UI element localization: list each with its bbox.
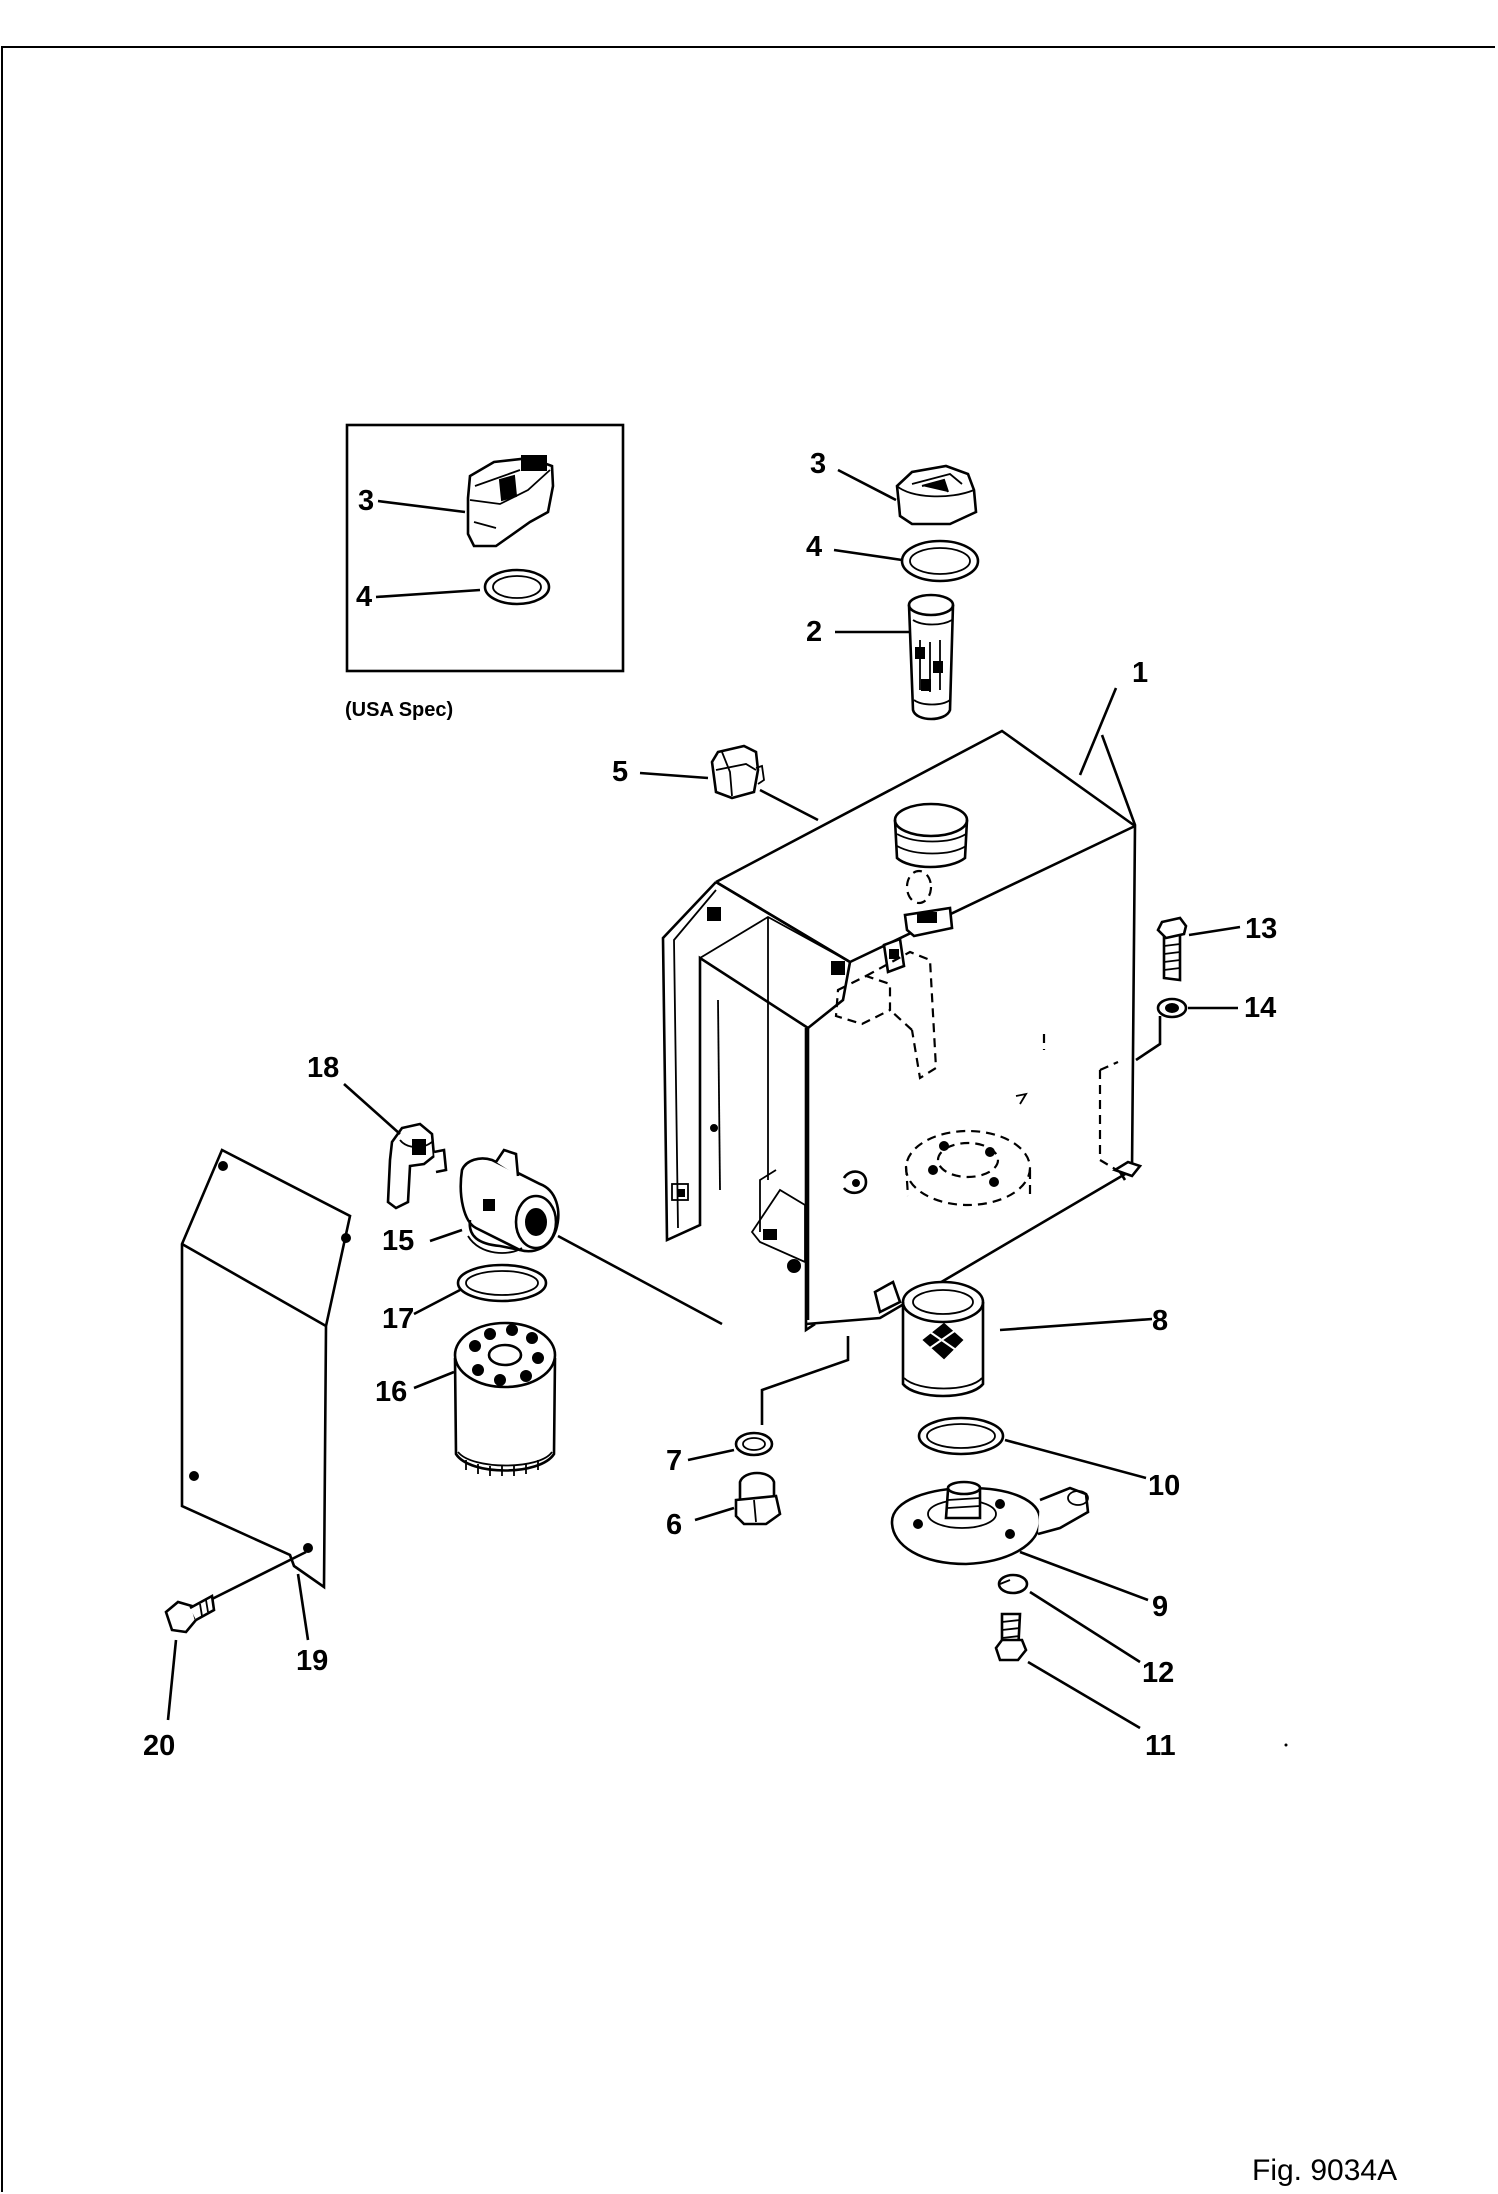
leader-8 <box>999 1317 1153 1332</box>
callout-10: 10 <box>1148 1470 1180 1502</box>
elbow-18 <box>386 1122 448 1210</box>
leader-15 <box>429 1228 463 1243</box>
leader-19 <box>296 1573 310 1641</box>
callout-4: 4 <box>806 531 822 563</box>
filler-cap <box>895 464 978 526</box>
callout-12: 12 <box>1142 1657 1174 1689</box>
figure-caption: Fig. 9034A <box>1252 2154 1397 2187</box>
o-ring-10 <box>917 1416 1005 1456</box>
callout-3: 3 <box>810 448 826 480</box>
strainer <box>907 593 955 721</box>
callout-18: 18 <box>307 1052 339 1084</box>
washer-14 <box>1156 997 1188 1019</box>
leader-3-inset <box>377 499 466 514</box>
page-frame <box>1 46 1495 2192</box>
leader-20 <box>166 1639 178 1721</box>
leader-tank-drain <box>760 1336 850 1425</box>
callout-6: 6 <box>666 1509 682 1541</box>
leader-4-inset <box>375 588 481 599</box>
leader-17 <box>413 1288 461 1316</box>
plug-6 <box>734 1471 782 1526</box>
inset-caption: (USA Spec) <box>345 699 453 721</box>
inset-o-ring <box>483 568 551 606</box>
leader-5 <box>639 771 709 780</box>
callout-4-inset: 4 <box>356 581 372 613</box>
plug-5 <box>710 744 765 800</box>
leader-4 <box>833 548 903 562</box>
filter-cartridge-16 <box>453 1321 557 1476</box>
callout-2: 2 <box>806 616 822 648</box>
leader-6 <box>694 1506 735 1522</box>
cover-plate-19 <box>180 1148 352 1590</box>
leader-14b <box>1135 1016 1162 1062</box>
stray-dot <box>1284 1743 1288 1747</box>
bolt-11 <box>994 1612 1028 1662</box>
leader-1 <box>1078 687 1118 776</box>
callout-11: 11 <box>1145 1730 1176 1762</box>
callout-1: 1 <box>1132 657 1148 689</box>
inset-border <box>345 423 625 673</box>
callout-14: 14 <box>1244 992 1276 1024</box>
strainer-cover-9 <box>890 1480 1090 1566</box>
leader-16 <box>413 1370 455 1390</box>
leader-9 <box>1019 1550 1149 1602</box>
callout-15: 15 <box>382 1225 414 1257</box>
o-ring <box>900 539 980 583</box>
leader-11 <box>1027 1660 1141 1730</box>
callout-17: 17 <box>382 1303 414 1335</box>
leader-5b <box>759 788 819 822</box>
callout-3-inset: 3 <box>358 485 374 517</box>
callout-9: 9 <box>1152 1591 1168 1623</box>
leader-10 <box>1004 1438 1147 1480</box>
callout-19: 19 <box>296 1645 328 1677</box>
usa-spec-inset: 3 4 (USA Spec) <box>345 423 625 721</box>
leader-15b <box>557 1234 723 1326</box>
suction-strainer-8 <box>901 1280 985 1398</box>
leader-18 <box>343 1083 401 1135</box>
o-ring-17 <box>456 1263 548 1303</box>
leader-19b <box>209 1550 307 1602</box>
bolt-13 <box>1156 916 1188 982</box>
callout-7: 7 <box>666 1445 682 1477</box>
filter-head-15 <box>459 1148 560 1254</box>
callout-16: 16 <box>375 1376 407 1408</box>
o-ring-7 <box>734 1431 774 1457</box>
callout-20: 20 <box>143 1730 175 1762</box>
leader-13 <box>1188 925 1241 937</box>
filler-neck <box>893 802 969 905</box>
washer-12 <box>997 1573 1029 1595</box>
leader-12 <box>1029 1590 1141 1664</box>
callout-13: 13 <box>1245 913 1277 945</box>
callout-5: 5 <box>612 756 628 788</box>
hydraulic-tank <box>661 729 1143 1333</box>
callout-8: 8 <box>1152 1305 1168 1337</box>
bolt-20 <box>164 1593 216 1634</box>
leader-3 <box>837 468 897 502</box>
leader-7 <box>687 1448 735 1462</box>
inset-filler-cap <box>466 455 555 548</box>
